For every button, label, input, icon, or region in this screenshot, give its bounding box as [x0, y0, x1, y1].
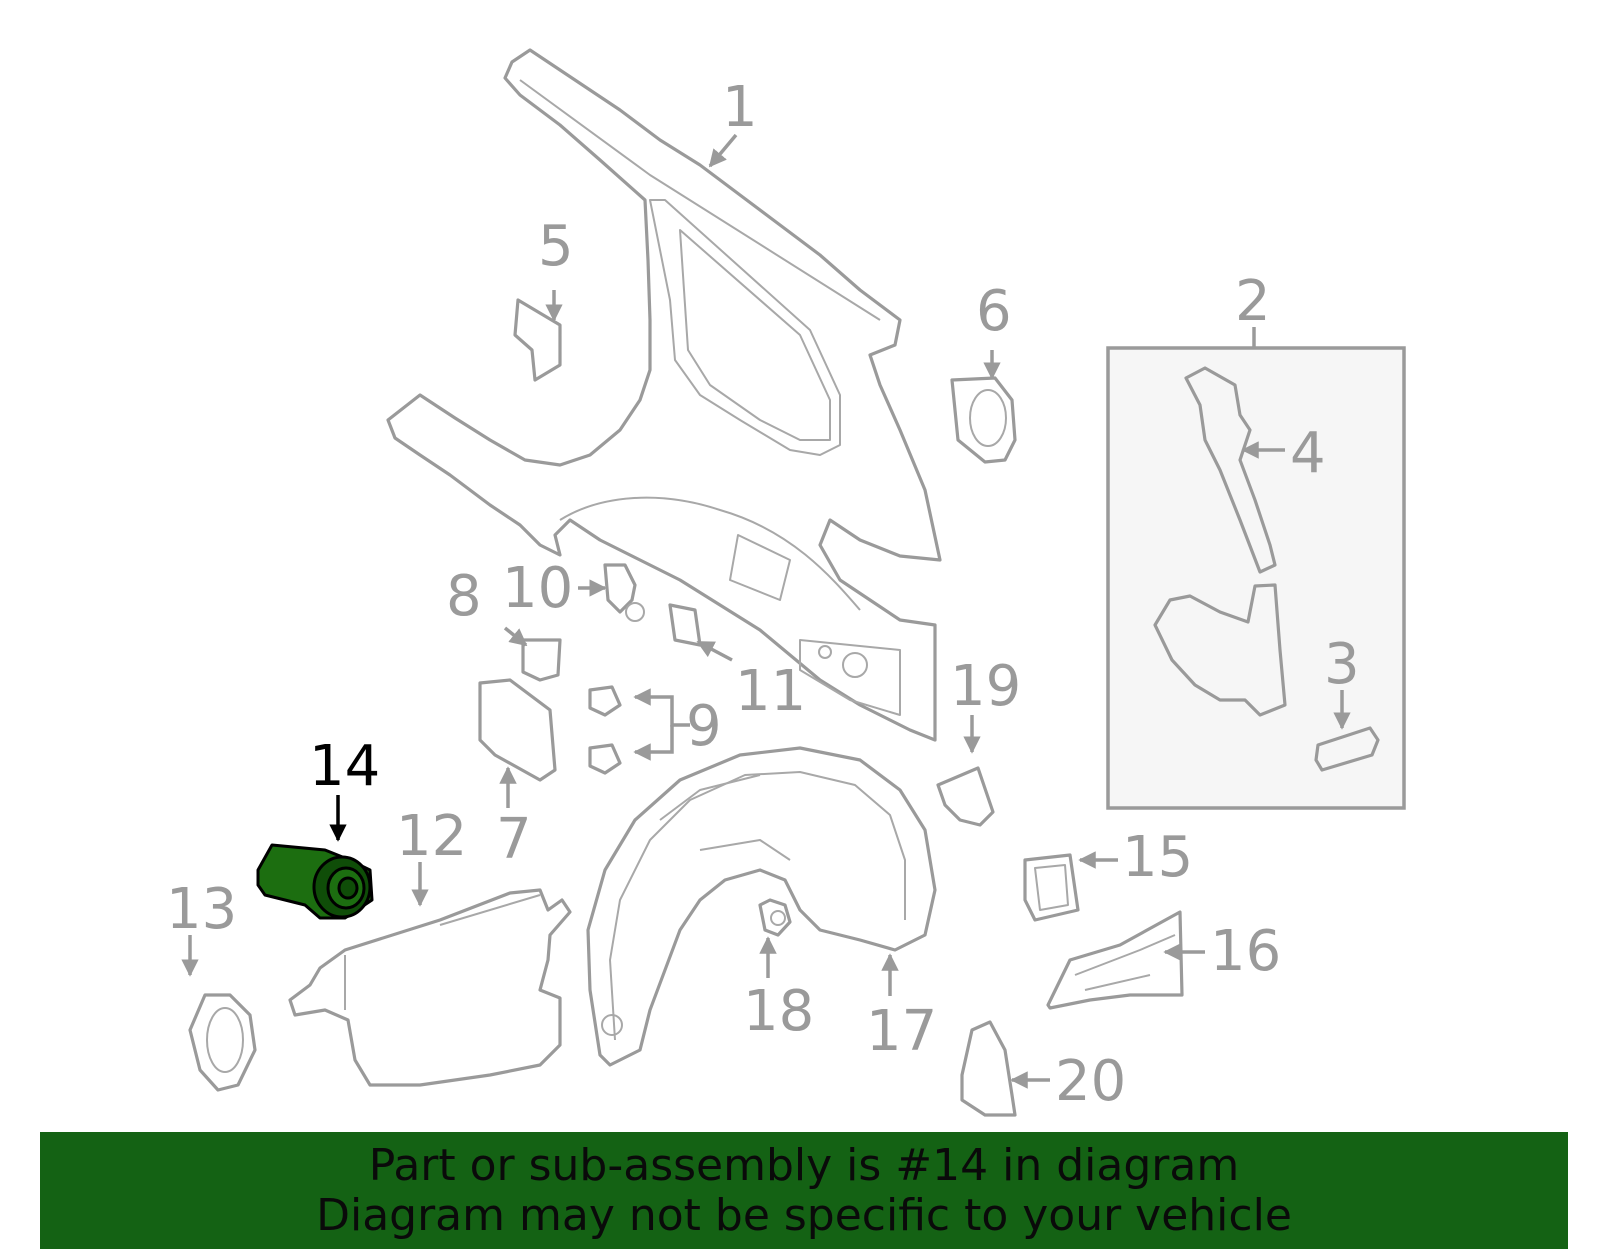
callout-13: 13 — [166, 877, 237, 942]
banner-line-part-info: Part or sub-assembly is #14 in diagram — [368, 1139, 1240, 1191]
part-11-pad — [668, 603, 702, 647]
part-14-highlighted — [256, 843, 374, 920]
part-7-fuel-door — [478, 678, 557, 782]
part-15-plug — [1023, 853, 1080, 922]
callout-4: 4 — [1290, 421, 1326, 486]
part-8-bracket — [521, 638, 562, 682]
part-2-assembly-box — [1106, 346, 1406, 810]
part-16-extension — [1046, 910, 1184, 1010]
callout-17: 17 — [866, 999, 937, 1064]
part-9-clips — [588, 685, 622, 775]
callout-6: 6 — [976, 279, 1012, 344]
callout-9: 9 — [686, 694, 722, 759]
leader-lines — [181, 133, 1351, 1089]
callout-15: 15 — [1122, 825, 1193, 890]
part-12-fuel-pocket — [288, 888, 572, 1087]
banner-line-disclaimer: Diagram may not be specific to your vehi… — [316, 1189, 1292, 1241]
info-banner: Part or sub-assembly is #14 in diagram D… — [40, 1132, 1568, 1249]
callout-10: 10 — [502, 556, 573, 621]
callout-14-highlighted: 14 — [309, 734, 380, 799]
part-6-fuel-housing — [950, 376, 1017, 464]
part-19-bracket — [936, 766, 995, 827]
callout-labels: 1 2 3 4 5 6 7 8 9 10 11 12 13 14 15 16 1… — [166, 75, 1360, 1114]
callout-7: 7 — [496, 807, 532, 872]
callout-8: 8 — [446, 564, 482, 629]
part-1-quarter-panel — [386, 48, 942, 742]
part-17-wheelhouse-liner — [586, 746, 937, 1067]
callout-3: 3 — [1324, 632, 1360, 697]
callout-19: 19 — [950, 654, 1021, 719]
callout-11: 11 — [735, 659, 806, 724]
part-5-bracket — [513, 298, 562, 382]
callout-16: 16 — [1210, 919, 1281, 984]
part-13-seal — [188, 993, 257, 1092]
part-10-clip — [603, 563, 645, 622]
callout-12: 12 — [396, 804, 467, 869]
callout-20: 20 — [1055, 1049, 1126, 1114]
callout-1: 1 — [722, 75, 758, 140]
callout-18: 18 — [743, 979, 814, 1044]
part-18-fastener — [758, 898, 792, 937]
part-20-bracket — [960, 1020, 1017, 1117]
callout-2: 2 — [1235, 269, 1271, 334]
callout-5: 5 — [538, 214, 574, 279]
